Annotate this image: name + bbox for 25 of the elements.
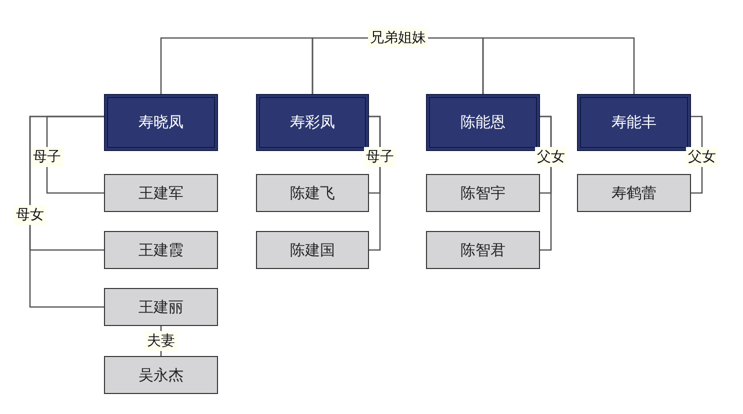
person-box: 王建霞 <box>104 231 218 269</box>
person-box: 寿鹤蕾 <box>577 174 691 212</box>
edge-label: 母子 <box>31 147 63 167</box>
person-box: 吴永杰 <box>104 356 218 394</box>
connector-line <box>29 116 104 308</box>
connector-line <box>540 116 552 251</box>
person-box: 陈建飞 <box>256 174 369 212</box>
person-box: 陈智宇 <box>426 174 540 212</box>
person-box: 陈智君 <box>426 231 540 269</box>
connector-line <box>46 116 104 194</box>
edge-label: 父女 <box>535 147 567 167</box>
connector-line <box>160 37 314 94</box>
person-box: 寿晓凤 <box>104 94 218 151</box>
connector-line <box>369 116 381 251</box>
person-box: 陈建国 <box>256 231 369 269</box>
edge-label: 母子 <box>364 147 396 167</box>
connector-line <box>482 37 635 94</box>
edge-label: 父女 <box>686 147 718 167</box>
edge-label: 母女 <box>14 205 46 225</box>
person-box: 寿彩凤 <box>256 94 369 151</box>
edge-label: 兄弟姐妹 <box>368 28 428 48</box>
person-box: 陈能恩 <box>426 94 540 151</box>
person-box: 王建丽 <box>104 288 218 326</box>
person-box: 王建军 <box>104 174 218 212</box>
person-box: 寿能丰 <box>577 94 691 151</box>
